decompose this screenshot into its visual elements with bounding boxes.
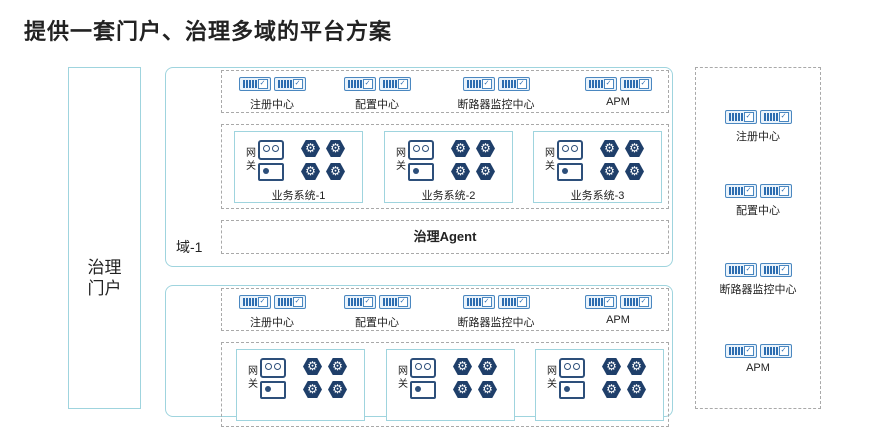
server-icon: ✓ xyxy=(238,295,271,309)
gateway-label: 网 关 xyxy=(547,366,557,390)
service-apm: ✓✓ APM xyxy=(568,77,668,108)
gears-icon: ⚙⚙⚙⚙ xyxy=(301,139,347,181)
server-icon: ✓ xyxy=(343,77,376,91)
shared-config: ✓✓ 配置中心 xyxy=(696,184,820,218)
server-icon: ✓ xyxy=(378,295,411,309)
service-row: ✓✓ 注册中心 ✓✓ 配置中心 ✓✓ 断路器监控中心 ✓✓ APM xyxy=(221,288,669,331)
server-icon: ✓ xyxy=(378,77,411,91)
business-system-3: 网 关 ⚙⚙⚙⚙ 业务系统-3 xyxy=(533,131,662,203)
shared-circuit-breaker: ✓✓ 断路器监控中心 xyxy=(696,263,820,297)
service-label: 断路器监控中心 xyxy=(457,99,535,111)
gateway-label: 网 关 xyxy=(545,148,555,172)
server-icon: ✓ xyxy=(462,77,495,91)
service-label: 配置中心 xyxy=(355,99,399,111)
gears-icon: ⚙⚙⚙⚙ xyxy=(600,139,646,181)
gateway-card-icon xyxy=(258,163,284,181)
service-apm: ✓✓ APM xyxy=(568,295,668,326)
business-systems-area: 网 关 ⚙⚙⚙⚙ 网 关 ⚙⚙⚙⚙ 网 关 ⚙⚙⚙⚙ xyxy=(221,342,669,427)
business-system-label: 业务系统-2 xyxy=(421,190,476,202)
server-icon: ✓ xyxy=(759,344,792,358)
service-label: 注册中心 xyxy=(250,99,294,111)
business-system: 网 关 ⚙⚙⚙⚙ xyxy=(535,349,664,421)
service-circuit-breaker: ✓✓ 断路器监控中心 xyxy=(446,77,546,112)
server-icon: ✓ xyxy=(273,77,306,91)
gateway-card-icon xyxy=(559,381,585,399)
gateway-label: 网 关 xyxy=(396,148,406,172)
server-icon: ✓ xyxy=(343,295,376,309)
domain-2: ✓✓ 注册中心 ✓✓ 配置中心 ✓✓ 断路器监控中心 ✓✓ APM 网 关 ⚙⚙… xyxy=(165,285,673,427)
service-circuit-breaker: ✓✓ 断路器监控中心 xyxy=(446,295,546,330)
gateway-node-icon xyxy=(410,358,436,378)
server-icon: ✓ xyxy=(497,295,530,309)
service-registry: ✓✓ 注册中心 xyxy=(222,77,322,112)
business-system-2: 网 关 ⚙⚙⚙⚙ 业务系统-2 xyxy=(384,131,513,203)
page-title: 提供一套门户、治理多域的平台方案 xyxy=(24,19,393,44)
portal-label: 治理 门户 xyxy=(87,258,122,298)
server-icon: ✓ xyxy=(759,184,792,198)
business-system: 网 关 ⚙⚙⚙⚙ xyxy=(236,349,365,421)
service-config: ✓✓ 配置中心 xyxy=(327,77,427,112)
governance-agent: 治理Agent xyxy=(221,220,669,254)
server-icon: ✓ xyxy=(462,295,495,309)
gateway-card-icon xyxy=(410,381,436,399)
business-system: 网 关 ⚙⚙⚙⚙ xyxy=(386,349,515,421)
service-label: 配置中心 xyxy=(736,205,780,217)
gateway-label: 网 关 xyxy=(398,366,408,390)
server-icon: ✓ xyxy=(584,77,617,91)
gateway-label: 网 关 xyxy=(248,366,258,390)
service-label: APM xyxy=(606,314,630,326)
gateway-node-icon xyxy=(559,358,585,378)
service-label: APM xyxy=(606,96,630,108)
business-systems-area: 网 关 ⚙⚙⚙⚙ 业务系统-1 网 关 ⚙⚙⚙⚙ 业务系统-2 网 关 ⚙⚙⚙⚙… xyxy=(221,124,669,209)
gateway-node-icon xyxy=(408,140,434,160)
business-system-1: 网 关 ⚙⚙⚙⚙ 业务系统-1 xyxy=(234,131,363,203)
gears-icon: ⚙⚙⚙⚙ xyxy=(602,357,648,399)
shared-services-panel: ✓✓ 注册中心 ✓✓ 配置中心 ✓✓ 断路器监控中心 ✓✓ APM xyxy=(695,67,821,409)
gears-icon: ⚙⚙⚙⚙ xyxy=(453,357,499,399)
gears-icon: ⚙⚙⚙⚙ xyxy=(303,357,349,399)
gateway-card-icon xyxy=(408,163,434,181)
service-label: 断路器监控中心 xyxy=(457,317,535,329)
agent-label: 治理Agent xyxy=(413,229,477,244)
service-label: 断路器监控中心 xyxy=(719,284,797,296)
shared-apm: ✓✓ APM xyxy=(696,344,820,374)
server-icon: ✓ xyxy=(724,110,757,124)
gateway-label: 网 关 xyxy=(246,148,256,172)
service-label: 注册中心 xyxy=(250,317,294,329)
domain-tag: 域-1 xyxy=(176,239,203,255)
server-icon: ✓ xyxy=(619,295,652,309)
service-label: 配置中心 xyxy=(355,317,399,329)
shared-registry: ✓✓ 注册中心 xyxy=(696,110,820,144)
service-label: 注册中心 xyxy=(736,131,780,143)
gateway-node-icon xyxy=(557,140,583,160)
service-registry: ✓✓ 注册中心 xyxy=(222,295,322,330)
gateway-node-icon xyxy=(258,140,284,160)
service-row: ✓✓ 注册中心 ✓✓ 配置中心 ✓✓ 断路器监控中心 ✓✓ APM xyxy=(221,70,669,113)
server-icon: ✓ xyxy=(759,110,792,124)
business-system-label: 业务系统-1 xyxy=(271,190,326,202)
server-icon: ✓ xyxy=(724,263,757,277)
governance-portal: 治理 门户 xyxy=(68,67,141,409)
server-icon: ✓ xyxy=(724,184,757,198)
server-icon: ✓ xyxy=(619,77,652,91)
server-icon: ✓ xyxy=(584,295,617,309)
service-config: ✓✓ 配置中心 xyxy=(327,295,427,330)
server-icon: ✓ xyxy=(759,263,792,277)
server-icon: ✓ xyxy=(497,77,530,91)
business-system-label: 业务系统-3 xyxy=(570,190,625,202)
gateway-node-icon xyxy=(260,358,286,378)
server-icon: ✓ xyxy=(238,77,271,91)
gears-icon: ⚙⚙⚙⚙ xyxy=(451,139,497,181)
domain-1: ✓✓ 注册中心 ✓✓ 配置中心 ✓✓ 断路器监控中心 ✓✓ APM 网 关 ⚙⚙… xyxy=(165,67,673,267)
server-icon: ✓ xyxy=(724,344,757,358)
gateway-card-icon xyxy=(260,381,286,399)
gateway-card-icon xyxy=(557,163,583,181)
service-label: APM xyxy=(746,362,770,374)
server-icon: ✓ xyxy=(273,295,306,309)
